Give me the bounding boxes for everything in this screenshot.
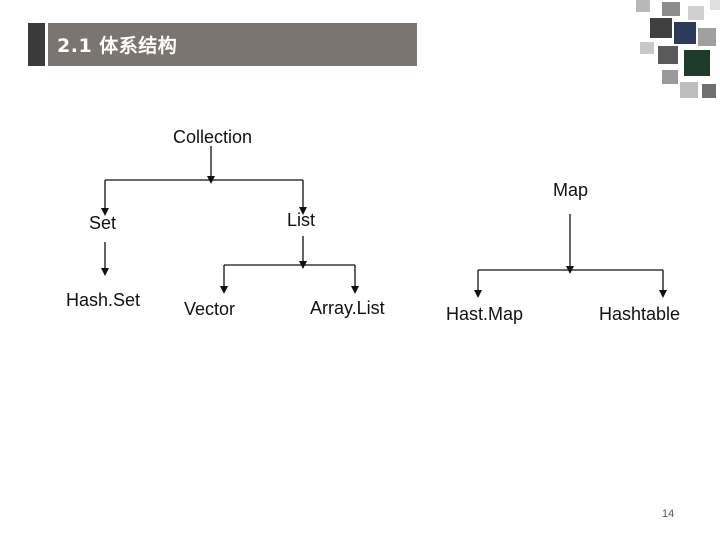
header-bar [28, 23, 417, 66]
page-title: 2.1 体系结构 [57, 35, 178, 57]
node-collection: Collection [173, 127, 253, 147]
node-hastmap: Hast.Map [446, 304, 524, 324]
node-hashset: Hash.Set [66, 290, 141, 310]
node-arraylist: Array.List [310, 298, 385, 318]
node-hashtable: Hashtable [599, 304, 681, 324]
node-vector: Vector [184, 299, 236, 319]
header-accent [28, 23, 48, 66]
decorative-cubes-graphic [636, 0, 720, 98]
node-map: Map [553, 180, 589, 200]
page-number: 14 [662, 508, 675, 520]
node-list: List [287, 210, 316, 230]
node-set: Set [89, 213, 117, 233]
